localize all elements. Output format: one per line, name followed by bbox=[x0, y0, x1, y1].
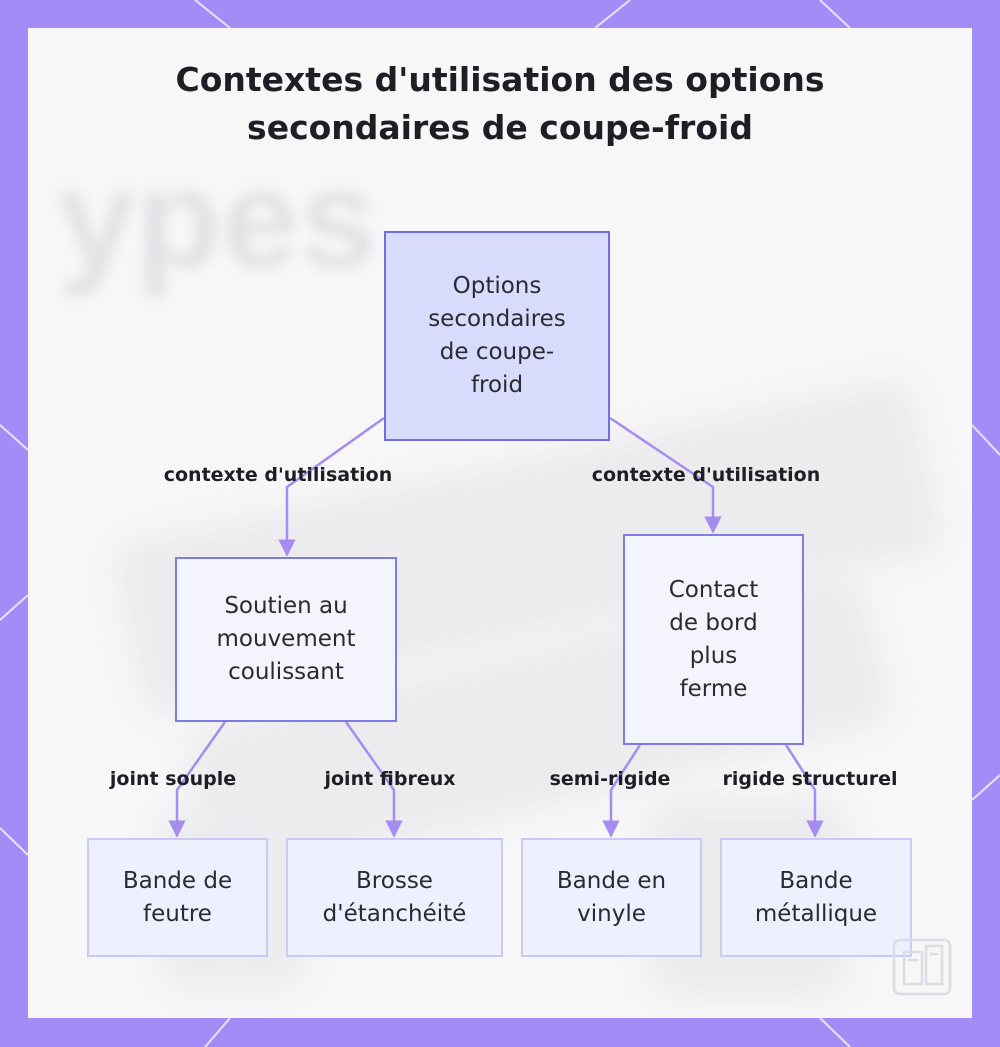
background-watermark: ypes bbox=[58, 140, 378, 297]
node-label-line: ferme bbox=[679, 675, 748, 702]
edge-label-root-left: contexte d'utilisation bbox=[163, 464, 393, 486]
brand-logo-icon bbox=[892, 938, 952, 996]
node-label-line: Soutien au bbox=[224, 593, 348, 619]
title-line: Contextes d'utilisation des options bbox=[175, 60, 825, 99]
edge-left-leaf1 bbox=[168, 721, 227, 838]
node-label-line: Bande bbox=[779, 867, 853, 894]
diagram-title: Contextes d'utilisation des options seco… bbox=[0, 56, 1000, 152]
node-options-secondaires: Options secondaires de coupe- froid bbox=[384, 231, 610, 441]
node-brosse-etancheite: Brosse d'étanchéité bbox=[286, 838, 503, 957]
node-label-line: mouvement bbox=[216, 626, 356, 652]
edge-right-leaf3 bbox=[602, 744, 642, 838]
node-label-line: plus bbox=[689, 642, 738, 669]
node-label-line: secondaires bbox=[428, 306, 566, 332]
node-label-line: Contact bbox=[668, 576, 759, 603]
node-label-line: Bande de bbox=[122, 867, 233, 894]
node-soutien-mouvement: Soutien au mouvement coulissant bbox=[175, 557, 397, 722]
edge-label-root-right: contexte d'utilisation bbox=[591, 464, 821, 486]
edge-left-leaf2 bbox=[344, 721, 403, 838]
edge-label-left-leaf1: joint souple bbox=[109, 768, 237, 790]
node-bande-metallique: Bande métallique bbox=[720, 838, 912, 957]
node-label-line: d'étanchéité bbox=[322, 900, 467, 927]
node-contact-bord: Contact de bord plus ferme bbox=[623, 534, 804, 745]
node-label-line: coulissant bbox=[228, 659, 344, 685]
edge-root-left bbox=[278, 416, 385, 557]
node-label-line: Options bbox=[452, 273, 542, 299]
edge-right-leaf4 bbox=[784, 744, 824, 838]
edge-label-right-leaf4: rigide structurel bbox=[722, 768, 898, 790]
node-label-line: métallique bbox=[754, 900, 878, 927]
node-label-line: feutre bbox=[143, 900, 212, 927]
node-bande-vinyle: Bande en vinyle bbox=[521, 838, 702, 957]
node-label-line: de coupe- bbox=[439, 339, 555, 365]
edge-label-right-leaf3: semi-rigide bbox=[549, 768, 671, 790]
node-bande-feutre: Bande de feutre bbox=[87, 838, 268, 957]
edge-root-right bbox=[609, 416, 722, 534]
node-label-line: de bord bbox=[669, 609, 758, 636]
edge-label-left-leaf2: joint fibreux bbox=[324, 768, 456, 790]
node-label-line: vinyle bbox=[577, 900, 646, 927]
node-label-line: Brosse bbox=[356, 867, 433, 894]
node-label-line: froid bbox=[470, 372, 524, 398]
title-line: secondaires de coupe-froid bbox=[247, 108, 753, 147]
node-label-line: Bande en bbox=[556, 867, 667, 894]
